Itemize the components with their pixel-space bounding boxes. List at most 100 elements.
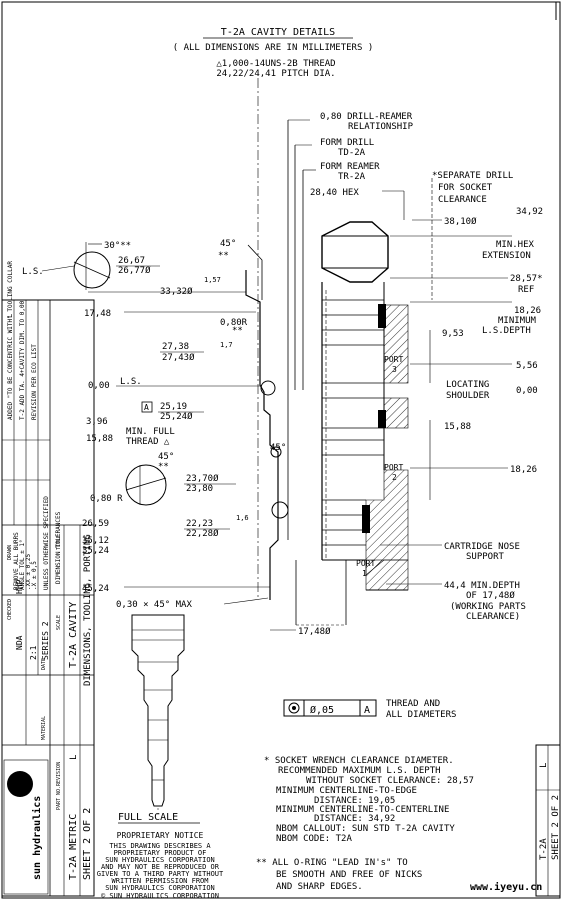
svg-text:PROPRIETARY PRODUCT OF: PROPRIETARY PRODUCT OF bbox=[114, 849, 207, 857]
dim-38-10: 38,10Ø bbox=[444, 216, 477, 227]
cavity-profile bbox=[245, 78, 316, 600]
tol-4: .XX ± 0,25 bbox=[25, 553, 32, 590]
ref-label: REF bbox=[518, 285, 534, 295]
right-sheet: SHEET 2 OF 2 bbox=[551, 795, 561, 860]
dim-0-00-right: 0,00 bbox=[516, 386, 538, 396]
angle-45-mid: 45° bbox=[158, 452, 174, 462]
dia-27-43: 27,43Ø bbox=[162, 352, 195, 363]
angle-45-b: 45° bbox=[270, 443, 286, 453]
revision-value: L bbox=[69, 755, 79, 760]
ls-label-2: L.S. bbox=[120, 377, 142, 387]
form-drill: FORM DRILL bbox=[320, 138, 374, 148]
port1-num: 1 bbox=[362, 569, 367, 578]
drawing-title: T-2A CAVITY DETAILS bbox=[221, 27, 335, 38]
right-callouts: 0,80 DRILL-REAMER RELATIONSHIP FORM DRIL… bbox=[270, 112, 543, 637]
form-reamer: FORM REAMER bbox=[320, 162, 380, 172]
tol-2: UNLESS OTHERWISE SPECIFIED bbox=[43, 496, 50, 590]
svg-text:SUN HYDRAULICS CORPORATION: SUN HYDRAULICS CORPORATION bbox=[105, 856, 215, 864]
chamfer-note: 0,30 × 45° MAX bbox=[116, 600, 192, 610]
dim-35-12: 35,12 bbox=[82, 536, 109, 546]
relationship: RELATIONSHIP bbox=[348, 122, 414, 132]
pitch-spec: 24,22/24,41 PITCH DIA. bbox=[216, 69, 335, 79]
dia-25-24: 25,24Ø bbox=[160, 411, 193, 422]
notes: * SOCKET WRENCH CLEARANCE DIAMETER. RECO… bbox=[264, 756, 474, 844]
dim-35-24: 35,24 bbox=[82, 546, 109, 556]
tol-5: ANGLE TOL ± 1° bbox=[19, 539, 26, 590]
svg-text:AND SHARP EDGES.: AND SHARP EDGES. bbox=[276, 882, 363, 892]
dia-33-32: 33,32Ø bbox=[160, 286, 193, 297]
right-title-strip: L T-2A SHEET 2 OF 2 bbox=[535, 744, 561, 897]
dim-34-92: 34,92 bbox=[516, 207, 543, 217]
rev-note-3: REVISION PER ECO LIST bbox=[31, 344, 38, 420]
dim-45-24: 45,24 bbox=[82, 584, 109, 594]
td-2a: TD-2A bbox=[338, 148, 366, 158]
oring-note: ** ALL O-RING "LEAD IN's" TO BE SMOOTH A… bbox=[256, 858, 422, 892]
svg-text:© SUN HYDRAULICS CORPORATION: © SUN HYDRAULICS CORPORATION bbox=[101, 892, 219, 900]
finish-1-6: 1,6 bbox=[236, 514, 249, 522]
sun-logo-icon bbox=[7, 771, 33, 797]
tolerance-datum: A bbox=[364, 705, 370, 716]
r080-bottom: 0,80 R bbox=[90, 494, 123, 504]
svg-text:THIS DRAWING DESCRIBES A: THIS DRAWING DESCRIBES A bbox=[109, 842, 211, 850]
drawing-name: T-2A CAVITY bbox=[68, 602, 79, 668]
ls-depth: L.S.DEPTH bbox=[482, 326, 531, 336]
date-label: DATE bbox=[41, 658, 47, 670]
dim-15-88-right: 15,88 bbox=[444, 422, 471, 432]
angle-45-top: 45° bbox=[220, 239, 236, 249]
tolerance-frame: Ø,05 A THREAD AND ALL DIAMETERS bbox=[283, 699, 456, 720]
datum-a-left: A bbox=[144, 403, 149, 412]
finish-1-57: 1,57 bbox=[204, 276, 221, 284]
full-scale-view bbox=[131, 614, 185, 815]
checked-label: CHECKED bbox=[7, 599, 13, 620]
material-label: MATERIAL bbox=[41, 716, 47, 740]
full-scale-label: FULL SCALE bbox=[118, 812, 178, 823]
svg-text:AND MAY NOT BE REPRODUCED OR: AND MAY NOT BE REPRODUCED OR bbox=[101, 863, 220, 871]
stars-mid: ** bbox=[158, 462, 169, 472]
port2-label: PORT bbox=[384, 463, 403, 472]
tol-6: REMOVE ALL BURRS bbox=[13, 532, 20, 590]
port2-num: 2 bbox=[392, 473, 397, 482]
dia-27-38: 27,38 bbox=[162, 342, 189, 352]
svg-text:PROPRIETARY NOTICE: PROPRIETARY NOTICE bbox=[117, 831, 204, 840]
dia-26-77: 26,77Ø bbox=[118, 265, 151, 276]
checked-by: NDA bbox=[15, 635, 24, 650]
depth-2: OF 17,48Ø bbox=[466, 590, 515, 601]
port3-label: PORT bbox=[384, 355, 403, 364]
nose-support-2: SUPPORT bbox=[466, 552, 505, 562]
dim-26-59: 26,59 bbox=[82, 519, 109, 529]
dim-17-48: 17,48 bbox=[84, 309, 111, 319]
port1-label: PORT bbox=[356, 559, 375, 568]
scale-value: 2:1 bbox=[29, 645, 38, 660]
right-part: T-2A bbox=[539, 838, 549, 860]
tol-3: .X ± 0,5 bbox=[31, 561, 38, 590]
dim-9-53: 9,53 bbox=[442, 329, 464, 339]
proprietary-notice: PROPRIETARY NOTICE THIS DRAWING DESCRIBE… bbox=[97, 831, 224, 900]
hex-28-40: 28,40 HEX bbox=[310, 188, 359, 198]
depth-1: 44,4 MIN.DEPTH bbox=[444, 581, 520, 591]
sheet-number: SHEET 2 OF 2 bbox=[82, 808, 93, 880]
finish-1-7: 1,7 bbox=[220, 341, 233, 349]
detail-thread-circle bbox=[125, 464, 167, 506]
note-line-8: NBOM CALLOUT: SUN STD T-2A CAVITY bbox=[276, 824, 455, 834]
rev-note-2: T-2 ADD TA. 4+CAVITY DIM. TO 0,00 bbox=[19, 300, 26, 420]
min-full-label: MIN. FULL bbox=[126, 427, 175, 437]
note-line-6: MINIMUM CENTERLINE-TO-CENTERLINE bbox=[276, 805, 449, 815]
note-line-9: NBOM CODE: T2A bbox=[276, 834, 352, 844]
drawing-subtitle: ( ALL DIMENSIONS ARE IN MILLIMETERS ) bbox=[173, 43, 373, 53]
left-callouts: 30°** L.S. 26,67 26,77Ø 45° ** 1,57 33,3… bbox=[22, 239, 286, 610]
dim-15-88: 15,88 bbox=[86, 434, 113, 444]
section-view bbox=[295, 221, 409, 626]
part-label: PART NO. bbox=[56, 786, 62, 810]
minimum-label: MINIMUM bbox=[498, 316, 537, 326]
dim-5-56: 5,56 bbox=[516, 361, 538, 371]
port3-num: 3 bbox=[392, 365, 397, 374]
dim-17-48-bottom: 17,48Ø bbox=[298, 626, 331, 637]
tolerance-note-1: THREAD AND bbox=[386, 699, 440, 709]
dim-18-26-top: 18,26 bbox=[514, 306, 541, 316]
drawing-desc: DIMENSIONS, TOOLING, PORTING bbox=[83, 534, 93, 686]
depth-4: CLEARANCE) bbox=[466, 612, 520, 622]
concentricity-icon bbox=[288, 702, 300, 714]
thread-label: THREAD △ bbox=[126, 437, 170, 447]
dia-22-28: 22,28Ø bbox=[186, 528, 219, 539]
tolerance-note-2: ALL DIAMETERS bbox=[386, 710, 456, 720]
